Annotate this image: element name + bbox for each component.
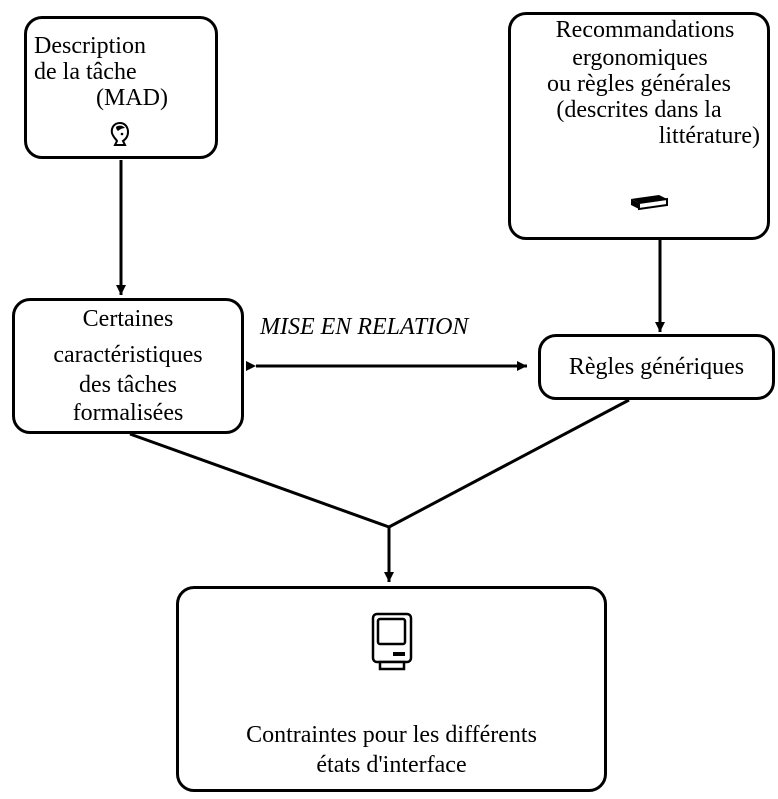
merge-line-left	[129, 432, 390, 529]
recommendations-line-5: littérature)	[658, 123, 760, 149]
relation-label: MISE EN RELATION	[260, 314, 469, 340]
merge-line-right	[388, 398, 630, 529]
person-icon	[110, 121, 130, 146]
task-characteristics-line-3: des tâches	[79, 372, 177, 398]
task-characteristics-line-2: caractéristiques	[53, 342, 203, 368]
task-description-line-3: (MAD)	[96, 85, 168, 111]
task-description-line-1: Description	[34, 33, 146, 59]
task-description-line-2: de la tâche	[34, 59, 137, 85]
recommendations-line-4: (descrites dans la	[556, 97, 722, 123]
computer-icon	[371, 612, 413, 671]
recommendations-line-2: ergonomiques	[572, 45, 708, 71]
interface-constraints-line-2: états d'interface	[316, 752, 467, 778]
task-characteristics-line-4: formalisées	[72, 400, 184, 426]
recommendations-line-3: ou règles générales	[547, 71, 731, 97]
recommendations-line-1: Recommandations	[555, 17, 735, 43]
task-characteristics-node	[12, 298, 244, 434]
task-characteristics-line-1: Certaines	[82, 306, 174, 332]
generic-rules-node	[538, 334, 775, 400]
generic-rules-label: Règles génériques	[568, 354, 745, 380]
book-icon	[631, 195, 668, 211]
interface-constraints-line-1: Contraintes pour les différents	[246, 722, 537, 748]
